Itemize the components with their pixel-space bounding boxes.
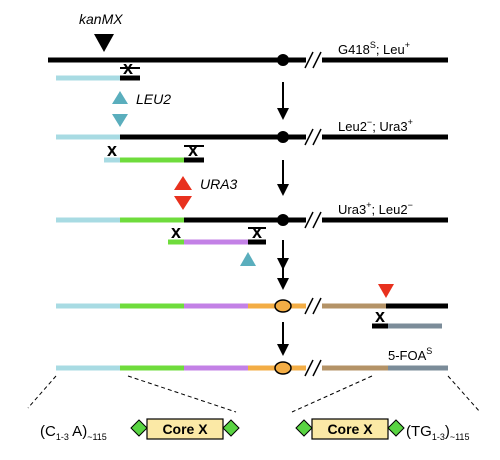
step-arrow-3-head <box>277 258 289 270</box>
ura3-up-triangle-icon <box>174 176 192 190</box>
row4-centromere <box>274 299 292 313</box>
crossover-x-mark: x <box>171 222 181 242</box>
leu2-down-triangle-icon <box>112 114 128 127</box>
step-arrow-2-head <box>277 184 289 196</box>
crossover-x-mark: x <box>375 306 385 326</box>
kanmx-label: kanMX <box>79 11 123 27</box>
diamond-icon <box>222 419 240 437</box>
step-arrow-3b-head <box>277 278 289 290</box>
svg-text:Leu2−; Ura3+: Leu2−; Ura3+ <box>338 117 413 134</box>
zoom-dashed-line <box>27 375 57 409</box>
core-x-label-left: Core X <box>162 421 208 437</box>
svg-text:5-FOAS: 5-FOAS <box>388 346 432 363</box>
row3-genotype-label: Ura3+; Leu2− <box>338 200 413 217</box>
diamond-icon <box>387 419 405 437</box>
zoom-dashed-line <box>447 375 481 413</box>
ura3-label: URA3 <box>200 176 238 192</box>
row4-red-triangle-icon <box>378 284 394 298</box>
ura3-down-triangle-icon <box>174 196 192 210</box>
row2-genotype-label: Leu2−; Ura3+ <box>338 117 413 134</box>
crossover-x-mark: x <box>252 222 262 242</box>
crossover-x-mark: x <box>107 140 117 160</box>
core-x-label-right: Core X <box>327 421 373 437</box>
break-mark <box>304 297 322 315</box>
right-telomere-repeat-label: (TG1-3)~115 <box>406 423 469 442</box>
diamond-icon <box>130 419 148 437</box>
row1-genotype-label: G418S; Leu+ <box>338 40 410 57</box>
row3-teal-triangle-icon <box>240 252 256 266</box>
row5-centromere <box>274 361 292 375</box>
zoom-dashed-line <box>291 375 373 413</box>
row1-centromere <box>277 54 289 66</box>
kanmx-marker-icon <box>94 34 114 52</box>
step-arrow-4-head <box>277 344 289 356</box>
break-mark <box>304 359 322 377</box>
diamond-icon <box>295 419 313 437</box>
break-mark <box>304 51 322 69</box>
break-mark <box>304 211 322 229</box>
core-x-box-right <box>311 418 389 440</box>
step-arrow-1-head <box>277 108 289 120</box>
row2-centromere <box>277 131 289 143</box>
left-telomere-repeat-label: (C1-3 A)~115 <box>40 423 107 442</box>
leu2-up-triangle-icon <box>112 91 128 104</box>
leu2-label: LEU2 <box>136 91 171 107</box>
row3-centromere <box>277 214 289 226</box>
core-x-box-left <box>146 418 224 440</box>
row5-phenotype-label: 5-FOAS <box>388 346 432 363</box>
svg-text:Ura3+; Leu2−: Ura3+; Leu2− <box>338 200 413 217</box>
crossover-x-mark: x <box>188 140 198 160</box>
zoom-dashed-line <box>127 375 237 413</box>
svg-text:G418S; Leu+: G418S; Leu+ <box>338 40 410 57</box>
break-mark <box>304 128 322 146</box>
